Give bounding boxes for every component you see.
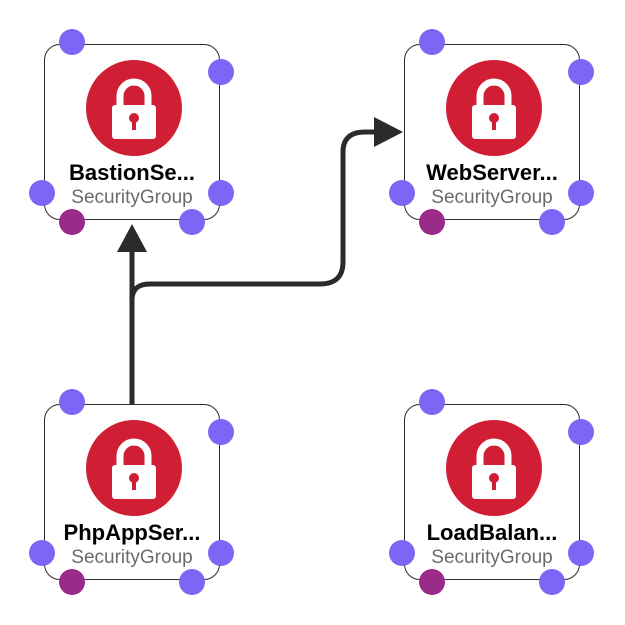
port-loadbalancer-top[interactable] — [419, 389, 445, 415]
port-webserver-right-upper[interactable] — [568, 59, 594, 85]
lock-icon — [446, 60, 542, 156]
node-phpapp[interactable]: PhpAppSer... SecurityGroup — [42, 402, 222, 582]
lock-icon — [86, 60, 182, 156]
node-frame — [44, 44, 220, 220]
port-bastion-bottom-left[interactable] — [59, 209, 85, 235]
node-title: PhpAppSer... — [63, 520, 201, 545]
port-loadbalancer-right-lower[interactable] — [568, 540, 594, 566]
port-bastion-right-upper[interactable] — [208, 59, 234, 85]
node-title: WebServer... — [426, 160, 558, 185]
node-subtitle: SecurityGroup — [71, 187, 193, 208]
port-phpapp-bottom-right[interactable] — [179, 569, 205, 595]
node-webserver[interactable]: WebServer... SecurityGroup — [402, 42, 582, 222]
port-bastion-top[interactable] — [59, 29, 85, 55]
edge-phpapp-to-webserver[interactable] — [129, 129, 378, 320]
arrowhead-bastion — [117, 224, 147, 252]
arrowhead-webserver — [374, 117, 403, 147]
node-title: BastionSe... — [69, 160, 195, 185]
node-subtitle: SecurityGroup — [71, 547, 193, 568]
port-webserver-left-lower[interactable] — [389, 180, 415, 206]
node-frame — [404, 44, 580, 220]
node-frame — [44, 404, 220, 580]
port-bastion-right-lower[interactable] — [208, 180, 234, 206]
port-loadbalancer-bottom-left[interactable] — [419, 569, 445, 595]
lock-icon — [446, 420, 542, 516]
port-loadbalancer-left-lower[interactable] — [389, 540, 415, 566]
port-phpapp-bottom-left[interactable] — [59, 569, 85, 595]
port-loadbalancer-right-upper[interactable] — [568, 419, 594, 445]
port-bastion-left-lower[interactable] — [29, 180, 55, 206]
port-phpapp-right-lower[interactable] — [208, 540, 234, 566]
port-phpapp-top[interactable] — [59, 389, 85, 415]
port-webserver-bottom-left[interactable] — [419, 209, 445, 235]
port-phpapp-left-lower[interactable] — [29, 540, 55, 566]
lock-icon — [86, 420, 182, 516]
node-loadbalancer[interactable]: LoadBalan... SecurityGroup — [402, 402, 582, 582]
port-webserver-right-lower[interactable] — [568, 180, 594, 206]
port-phpapp-right-upper[interactable] — [208, 419, 234, 445]
node-subtitle: SecurityGroup — [431, 187, 553, 208]
port-webserver-bottom-right[interactable] — [539, 209, 565, 235]
node-subtitle: SecurityGroup — [431, 547, 553, 568]
port-loadbalancer-bottom-right[interactable] — [539, 569, 565, 595]
node-frame — [404, 404, 580, 580]
port-bastion-bottom-right[interactable] — [179, 209, 205, 235]
node-title: LoadBalan... — [426, 520, 558, 545]
node-bastion[interactable]: BastionSe... SecurityGroup — [42, 42, 222, 222]
port-webserver-top[interactable] — [419, 29, 445, 55]
